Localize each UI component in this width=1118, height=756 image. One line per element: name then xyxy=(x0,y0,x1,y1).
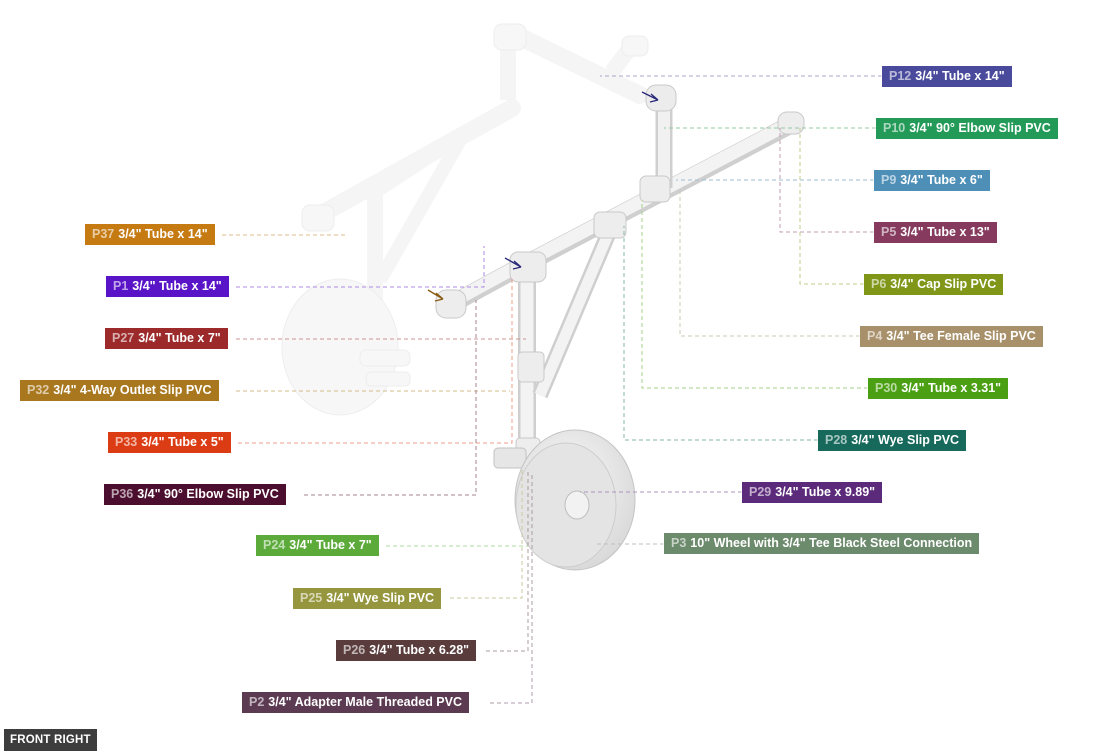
leader-P26 xyxy=(486,470,529,652)
leader-P36 xyxy=(304,300,477,496)
leader-P28 xyxy=(623,226,818,441)
leader-P25 xyxy=(450,470,523,599)
leader-lines xyxy=(222,75,882,704)
leader-P30 xyxy=(641,200,868,389)
leader-P6 xyxy=(799,128,864,285)
main-structure xyxy=(427,84,805,571)
leader-P4 xyxy=(679,190,860,337)
ghost-structure xyxy=(281,23,649,416)
leader-P5 xyxy=(779,128,874,233)
leader-P33 xyxy=(238,278,513,444)
leader-P2 xyxy=(490,474,533,704)
view-label: FRONT RIGHT xyxy=(4,729,97,751)
leader-P1 xyxy=(236,246,485,288)
